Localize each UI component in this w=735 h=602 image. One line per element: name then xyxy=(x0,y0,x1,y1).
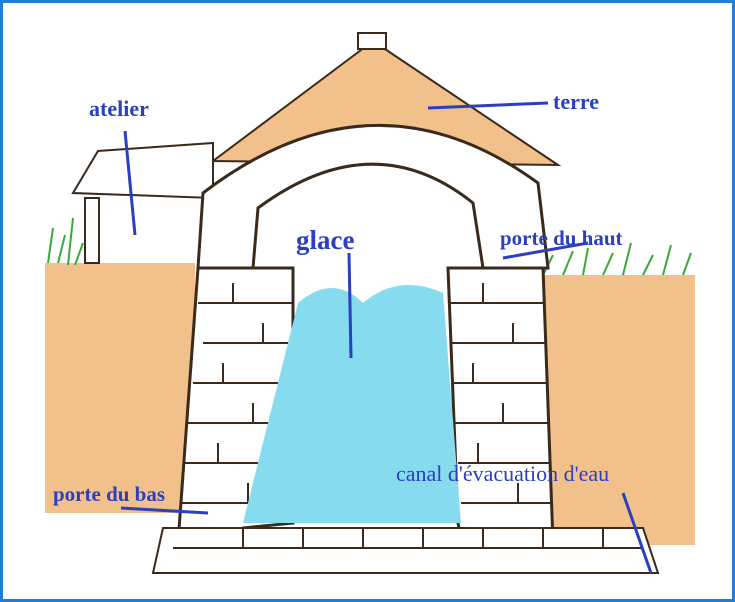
floor-stones xyxy=(151,527,660,574)
chimney xyxy=(357,32,387,50)
atelier-pointer xyxy=(123,130,137,236)
label-porte-du-haut: porte du haut xyxy=(500,226,623,250)
floor-joints xyxy=(173,528,643,549)
ice-block xyxy=(243,285,461,523)
label-glace: glace xyxy=(296,225,354,255)
canal-pointer xyxy=(621,492,653,574)
ice-house-diagram: atelier terre glace porte du haut porte … xyxy=(45,32,695,574)
atelier-roof xyxy=(71,141,214,200)
label-canal-evacuation: canal d'évacuation d'eau xyxy=(396,461,609,486)
stones xyxy=(181,283,551,504)
label-porte-du-bas: porte du bas xyxy=(53,482,165,506)
earth-left xyxy=(45,263,195,513)
porte-haut-pointer xyxy=(502,241,589,260)
glace-pointer xyxy=(347,252,353,359)
pointer-lines xyxy=(120,101,653,574)
terre-pointer xyxy=(427,101,549,110)
atelier-post xyxy=(84,197,100,264)
earth-right xyxy=(538,275,695,545)
stone-wall-right xyxy=(446,266,555,550)
stone-arch xyxy=(196,124,550,270)
label-atelier: atelier xyxy=(89,96,149,121)
porte-bas-pointer xyxy=(120,506,209,515)
label-terre: terre xyxy=(553,89,599,114)
grass-left xyxy=(47,217,84,266)
